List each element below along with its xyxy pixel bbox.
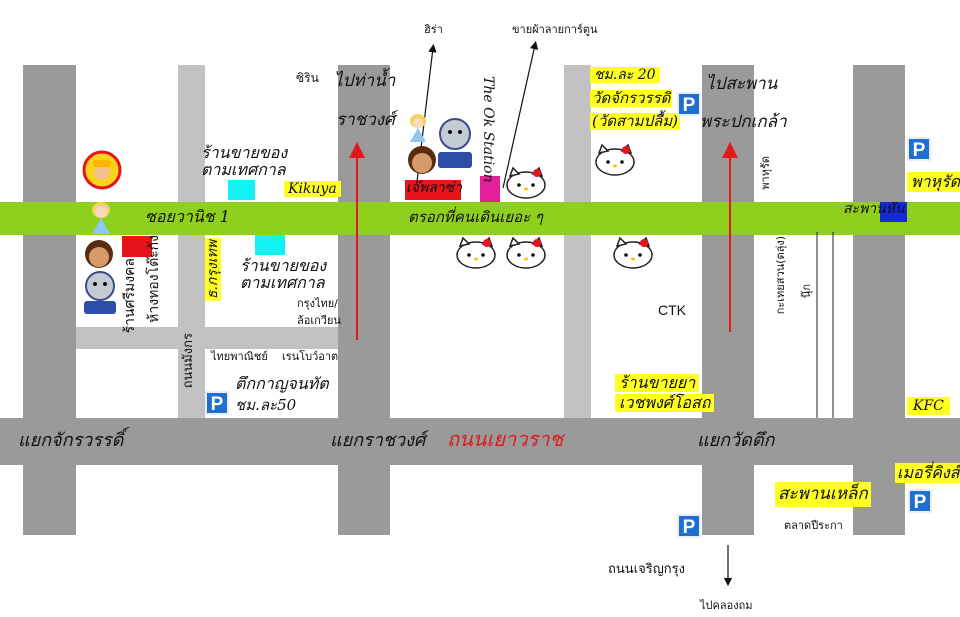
pharmacy-label-line1: ร้านขายยา <box>615 374 700 392</box>
krungthep-bank-label: ธ.กรุงเทพ <box>205 238 221 302</box>
to-pier-label: ไปท่าน้ำ <box>334 71 396 91</box>
to-khlong-thom-label: ไปคลองถม <box>700 599 753 612</box>
road-side-horizontal <box>76 327 338 349</box>
hello-kitty-icon <box>611 236 655 270</box>
parking-icon-merry-kings: P <box>908 489 932 513</box>
saphan-han-blue-marker <box>880 202 907 222</box>
ratchawong-road-label: ราชวงศ์ <box>336 110 395 130</box>
dora-icon-2 <box>406 144 438 176</box>
nuk-label: นุ๊ก <box>800 284 813 299</box>
thomas-train-icon-2 <box>434 116 476 176</box>
road-soi-wanit <box>0 202 960 235</box>
cartoon-clothes-label: ขายผ้าลายการ์ตูน <box>512 23 598 36</box>
talat-label: ตลาดปีระกา <box>784 519 843 532</box>
parking-icon-kanchanat: P <box>205 391 229 415</box>
parking-icon-right-top: P <box>907 137 931 161</box>
saphan-han-label: สะพานหัน <box>843 201 905 217</box>
hello-kitty-icon <box>504 166 548 200</box>
gold-shop-label: ห้างทองโต๊ะกัง <box>146 235 162 323</box>
road-yaowarat <box>0 418 960 465</box>
hello-kitty-icon <box>593 143 637 177</box>
krungthai-label-line2: ล้อเกวียน <box>297 314 341 327</box>
parking-20-label: ชม.ละ 20 <box>590 67 660 83</box>
trok-label: ตรอกที่คนเดินเยอะ ๆ <box>408 208 543 226</box>
jipalasi-red-marker <box>405 180 461 200</box>
jipalasi-label: เจ๊พลาซ่า <box>406 180 463 196</box>
sri-mongkol-red-marker <box>122 236 152 257</box>
hello-kitty-icon <box>504 236 548 270</box>
kfc-label: KFC <box>907 397 950 415</box>
mangkorn-road-label: ถนนมังกร <box>181 333 196 389</box>
parking-icon-wat-tuek: P <box>677 514 701 538</box>
sirin-label: ซิริน <box>296 71 319 85</box>
ok-station-magenta-marker <box>480 176 500 202</box>
cinderella-icon <box>86 198 116 234</box>
rainbow-label: เรนโบว์อาต <box>282 350 339 363</box>
to-bridge-label: ไปสะพาน <box>706 74 778 94</box>
bob-the-builder-icon <box>82 150 122 190</box>
dora-icon <box>80 238 118 270</box>
sira-label: ฮิร่า <box>424 23 443 36</box>
parking-icon-wat: P <box>677 92 701 116</box>
cartoon-clothes-pointer-arrow <box>502 40 539 189</box>
pokklao-label: พระปกเกล้า <box>700 112 787 132</box>
cinderella-icon-2 <box>405 110 431 142</box>
wat-sam-pluem-label: (วัดสามปลื้ม) <box>590 112 680 130</box>
saphan-lek-label: สะพานเหล็ก <box>775 482 871 507</box>
yaowarat-road-label: ถนนเยาวราช <box>447 427 564 451</box>
pharmacy-label-line2: เวชพงศ์โอสถ <box>615 394 715 412</box>
ratchawong-junction-label: แยกราชวงศ์ <box>330 430 426 451</box>
kanchanat-label: ตึกกาญจนทัต <box>235 374 329 393</box>
chakrawat-junction-label: แยกจักรวรรดิ์ <box>18 430 124 451</box>
festival-shop-bottom-marker <box>255 235 285 255</box>
hello-kitty-icon <box>454 236 498 270</box>
phahurat-side-label: พาหุรัด <box>759 156 772 190</box>
parking-50-label: ชม.ละ50 <box>235 396 297 414</box>
thai-panich-label: ไทยพาณิชย์ <box>211 350 268 363</box>
krungthai-label-line1: กรุงไทย/ <box>297 297 338 310</box>
wat-chakrawat-label: วัดจักรวรรดิ <box>590 89 673 107</box>
sri-mongkol-label: ร้านศรีมงคล <box>122 258 138 334</box>
wat-tuek-junction-label: แยกวัดตึก <box>697 430 775 451</box>
kikuya-label: Kikuya <box>284 181 341 197</box>
festival-shop-bottom-line1: ร้านขายของ <box>240 256 327 275</box>
festival-shop-top-line2: ตามเทศกาล <box>201 160 286 179</box>
lane-label-1: กะเทยสวน(ตลุ่ง) <box>774 236 787 315</box>
road-light-vertical <box>564 65 591 418</box>
thomas-train-icon <box>80 270 120 316</box>
ok-station-label: The Ok Station <box>480 76 496 183</box>
ctk-label: CTK <box>658 302 686 318</box>
road-mangkorn-vertical <box>178 65 205 418</box>
festival-shop-top-marker <box>228 180 255 200</box>
charoen-krung-label: ถนนเจริญกรุง <box>608 562 685 577</box>
festival-shop-bottom-line2: ตามเทศกาล <box>240 273 325 292</box>
pahurat-label: พาหุรัด <box>907 172 960 192</box>
soi-wanit-label: ซอยวานิช 1 <box>145 207 230 226</box>
merry-kings-label: เมอรี่คิงส์ <box>895 463 960 483</box>
festival-shop-top-line1: ร้านขายของ <box>201 143 288 162</box>
